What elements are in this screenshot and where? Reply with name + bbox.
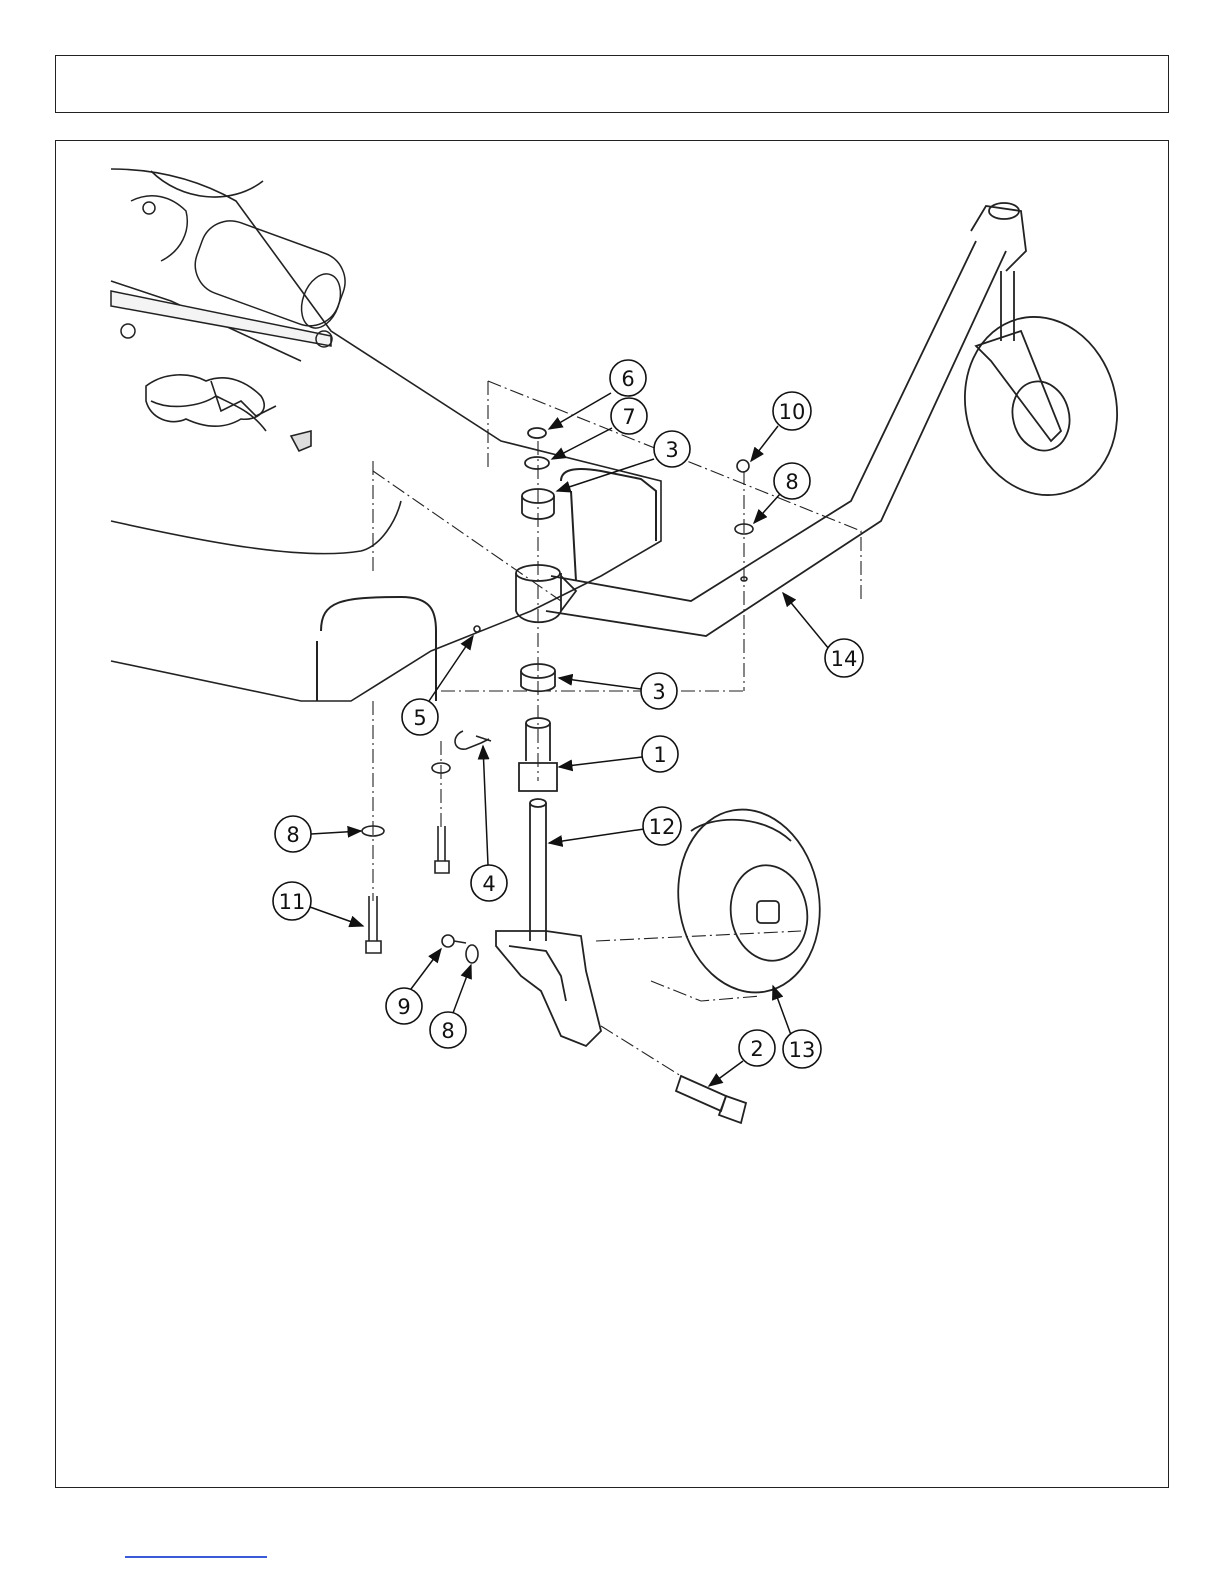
callout-12-label: 12	[649, 815, 676, 839]
callout-2-label: 2	[750, 1037, 763, 1061]
callout-14-label: 14	[831, 647, 858, 671]
callout-11-label: 11	[279, 890, 306, 914]
callout-12[interactable]: 12	[549, 807, 681, 845]
near-wheel	[664, 798, 834, 1004]
callout-1[interactable]: 1	[559, 736, 678, 772]
far-wheel	[945, 300, 1136, 513]
callout-3-upper-label: 3	[665, 438, 678, 462]
callout-group: 6 7 3 10 8 14 5	[273, 360, 863, 1086]
callout-11[interactable]: 11	[273, 882, 363, 926]
gearbox-assembly	[111, 196, 353, 347]
callout-8-lower[interactable]: 8	[430, 965, 471, 1048]
callout-2[interactable]: 2	[709, 1030, 775, 1086]
callout-13-label: 13	[789, 1038, 816, 1062]
callout-8-upper-label: 8	[785, 470, 798, 494]
callout-9-label: 9	[397, 995, 410, 1019]
axle-bolt	[676, 1076, 746, 1123]
callout-8-left[interactable]: 8	[275, 816, 361, 852]
drawing-box: 6 7 3 10 8 14 5	[55, 140, 1169, 1488]
callout-7[interactable]: 7	[552, 398, 647, 459]
callout-9[interactable]: 9	[386, 949, 441, 1024]
footer-link-underline[interactable]	[125, 1556, 267, 1558]
callout-3-upper[interactable]: 3	[557, 431, 690, 491]
callout-8-lower-label: 8	[441, 1019, 454, 1043]
deck-decal	[146, 375, 311, 451]
callout-6-label: 6	[621, 367, 634, 391]
callout-5-label: 5	[413, 706, 426, 730]
mower-deck	[111, 169, 661, 701]
callout-7-label: 7	[622, 405, 635, 429]
callout-4[interactable]: 4	[471, 746, 507, 901]
callout-5[interactable]: 5	[402, 636, 473, 735]
title-box	[55, 55, 1169, 113]
callout-13[interactable]: 13	[773, 986, 821, 1068]
wheel-fork	[496, 931, 601, 1046]
callout-8-upper[interactable]: 8	[754, 463, 810, 523]
callout-10[interactable]: 10	[751, 392, 811, 461]
callout-1-label: 1	[653, 743, 666, 767]
callout-14[interactable]: 14	[783, 593, 863, 677]
callout-8-left-label: 8	[286, 823, 299, 847]
exploded-parts-diagram: 6 7 3 10 8 14 5	[56, 141, 1170, 1489]
callout-4-label: 4	[482, 872, 495, 896]
callout-10-label: 10	[779, 400, 806, 424]
callout-3-lower-label: 3	[652, 680, 665, 704]
